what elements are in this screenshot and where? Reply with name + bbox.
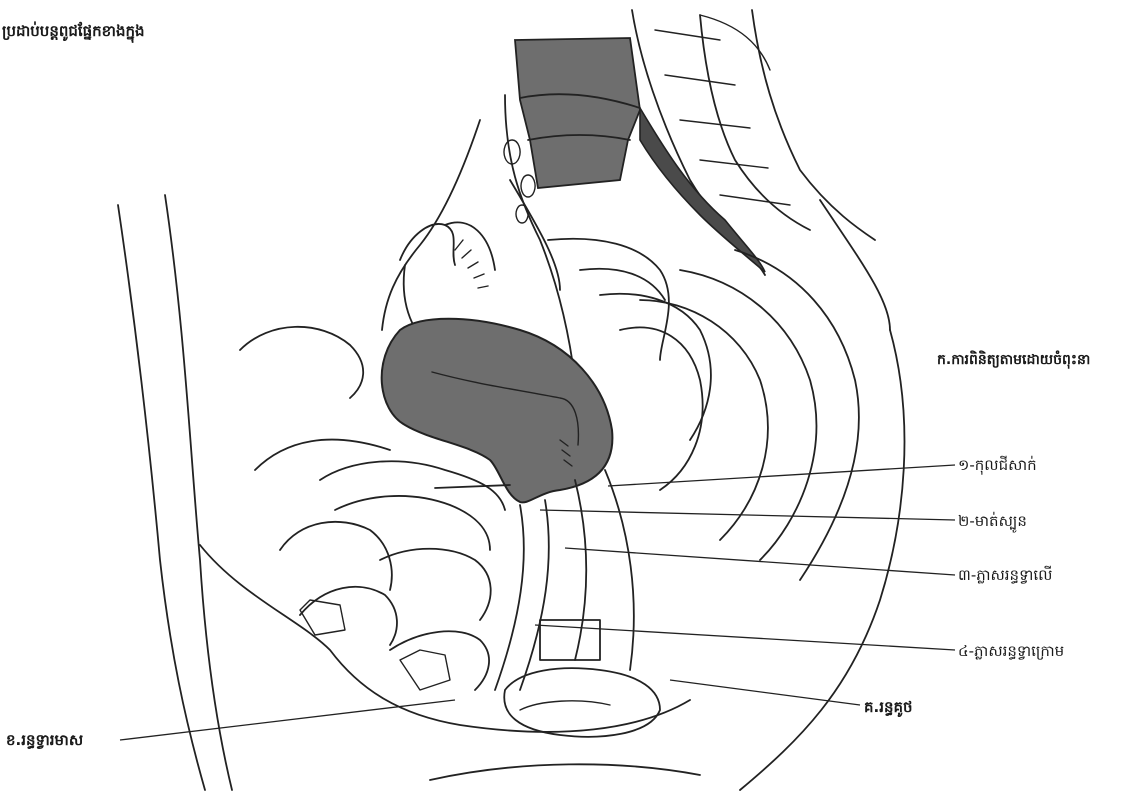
leader-left [120, 700, 455, 740]
callout-label-3: ៣-ភ្លាសរន្ធទ្វាលើ [958, 565, 1052, 584]
leader-c2 [540, 510, 955, 520]
lower-canals [495, 470, 660, 737]
callout-label-1: ១-កុលជីសាក់ [958, 455, 1037, 475]
bottom-label-left: ខ.រន្ធទ្វារមាស [6, 731, 83, 749]
leader-c3 [565, 548, 955, 575]
sacrum-vertebrae [632, 10, 875, 275]
diagram-title: ប្រដាប់បន្តពូជផ្នែកខាងក្នុង [2, 21, 145, 43]
leader-c4 [535, 625, 955, 650]
bottom-label-right: គ.រន្ធគូថ [864, 698, 913, 718]
rectum-shaded [515, 38, 765, 272]
leader-right [670, 680, 860, 705]
side-heading: ក.ការពិនិត្យតាមដោយចំពុះនា [937, 350, 1090, 369]
callout-label-4: ៤-ភ្លាសរន្ធទ្វាក្រោម [958, 642, 1064, 660]
uterus-shaded [382, 319, 613, 503]
callout-label-2: ២-មាត់ស្បូន [958, 511, 1027, 533]
